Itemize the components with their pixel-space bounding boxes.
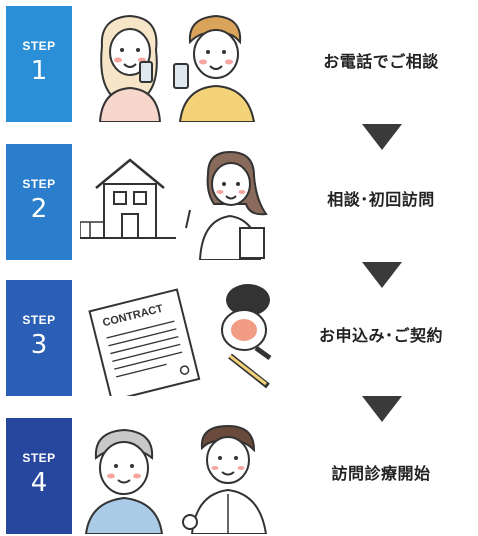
step-3-badge: STEP 3 [6, 280, 72, 396]
step-2-label: STEP [22, 177, 56, 191]
down-triangle-icon [362, 124, 402, 150]
step-4-number: 4 [30, 468, 48, 498]
step-3-row: STEP 3 CONTRACT お申込み･ご契約 [0, 280, 478, 396]
step-2-row: STEP 2 相談･初回訪問 [0, 144, 478, 260]
patient-and-doctor-illustration [80, 418, 276, 534]
step-2-title: 相談･初回訪問 [327, 190, 435, 209]
step-2-badge: STEP 2 [6, 144, 72, 260]
step-1-row: STEP 1 お電話でご相談 [0, 6, 478, 122]
step-1-badge: STEP 1 [6, 6, 72, 122]
down-triangle-icon [362, 396, 402, 422]
down-triangle-icon [362, 262, 402, 288]
step-4-title: 訪問診療開始 [331, 464, 431, 483]
step-3-label: STEP [22, 313, 56, 327]
step-1-title: お電話でご相談 [323, 52, 439, 71]
step-1-label: STEP [22, 39, 56, 53]
step-4-badge: STEP 4 [6, 418, 72, 534]
step-3-title: お申込み･ご契約 [318, 326, 443, 345]
step-2-number: 2 [30, 194, 48, 224]
step-4-row: STEP 4 訪問診療開始 [0, 418, 478, 534]
phone-call-couple-illustration [80, 6, 276, 122]
step-1-number: 1 [30, 56, 48, 86]
step-3-number: 3 [30, 330, 48, 360]
step-4-label: STEP [22, 451, 56, 465]
house-and-nurse-illustration [80, 144, 276, 260]
contract-and-seal-illustration: CONTRACT [80, 280, 276, 396]
